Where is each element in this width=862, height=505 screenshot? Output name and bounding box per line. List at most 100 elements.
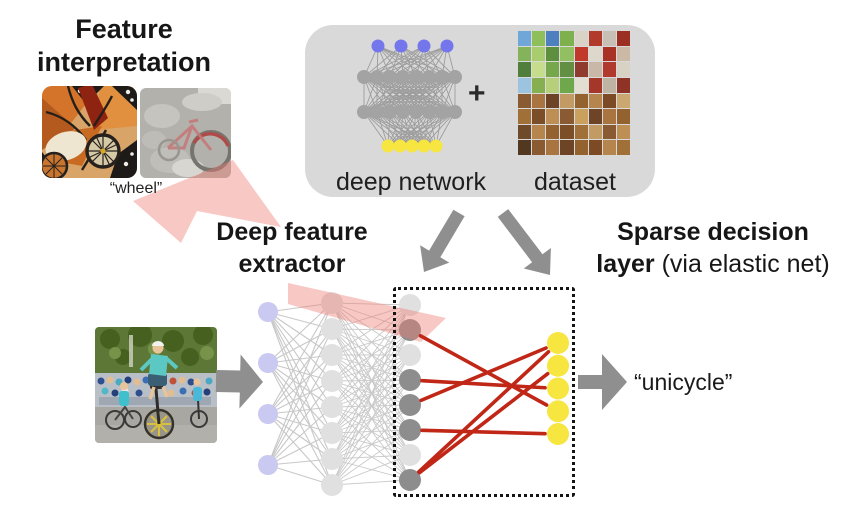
dataset-tile (588, 124, 602, 140)
bike-frame-tube (78, 86, 108, 130)
dataset-tile (546, 109, 560, 124)
plus-sign: + (468, 77, 486, 110)
sparse-decision-title: Sparse decision layer (via elastic net) (564, 216, 862, 280)
dataset-tile (546, 140, 560, 155)
input-photo-unicycle (95, 327, 217, 443)
dataset-tile (588, 77, 602, 93)
dataset-tile (616, 62, 630, 77)
dataset-tile (532, 109, 546, 124)
dataset-tile (616, 31, 630, 46)
dataset-tile (616, 109, 630, 124)
faded-bike-image (140, 88, 231, 178)
dataset-tile (574, 46, 588, 62)
feature-title-line2: interpretation (36, 47, 211, 77)
dataset-tile (602, 46, 616, 62)
dataset-tile (560, 31, 574, 46)
dataset-tile (546, 46, 560, 62)
dataset-thumbnail-grid (518, 31, 630, 155)
dataset-tile (532, 140, 546, 155)
bike-wheel (190, 130, 231, 172)
feed-arrow-right-icon (497, 209, 551, 275)
deep-network-label: deep network (335, 168, 487, 196)
dataset-tile (518, 77, 532, 93)
butterfly-wheel-visualization (42, 86, 137, 178)
deep-feature-extractor-title: Deep feature extractor (180, 216, 404, 280)
sparse-decision-layer-box (393, 287, 575, 497)
main-network-edges (267, 302, 411, 486)
feature-interpretation-title: Feature interpretation (8, 13, 240, 79)
dataset-tile (616, 140, 630, 155)
dataset-tile (532, 77, 546, 93)
dataset-tile (588, 31, 602, 46)
dataset-tile (616, 46, 630, 62)
dataset-tile (574, 62, 588, 77)
dataset-tile (518, 124, 532, 140)
dataset-tile (560, 109, 574, 124)
dataset-tile (602, 109, 616, 124)
dataset-tile (616, 124, 630, 140)
unicycle-prediction-label: “unicycle” (634, 369, 733, 395)
front-wheel-faint (157, 138, 181, 162)
dataset-tile (546, 62, 560, 77)
dataset-tile (546, 77, 560, 93)
dataset-tile (546, 93, 560, 109)
foliage-dark (100, 327, 213, 366)
bike-frame (166, 118, 213, 151)
dataset-tile (532, 124, 546, 140)
dataset-tile (588, 62, 602, 77)
dataset-tile (518, 31, 532, 46)
dataset-tile (560, 62, 574, 77)
dataset-tile (574, 124, 588, 140)
dataset-tile (560, 93, 574, 109)
dataset-tile (560, 77, 574, 93)
output-arrow-icon (578, 354, 627, 410)
dataset-tile (602, 124, 616, 140)
dataset-tile (588, 46, 602, 62)
dataset-tile (574, 93, 588, 109)
dataset-tile (602, 62, 616, 77)
dataset-tile (616, 77, 630, 93)
feature-visualization-image (42, 86, 137, 178)
faded-bike-photo (140, 88, 231, 178)
dataset-tile (546, 124, 560, 140)
dataset-tile (574, 109, 588, 124)
unicycle-photo (95, 327, 217, 443)
dataset-tile (616, 93, 630, 109)
dataset-tile (588, 93, 602, 109)
dataset-tile (602, 77, 616, 93)
dataset-tile (602, 140, 616, 155)
sparse-title-elastic-net: (via elastic net) (661, 250, 830, 278)
sparse-title-layer: layer (596, 250, 655, 278)
main-unicyclist (139, 341, 179, 440)
dataset-tile (532, 31, 546, 46)
dataset-tile (560, 140, 574, 155)
dataset-tile (518, 140, 532, 155)
dataset-tile (518, 46, 532, 62)
sparse-title-line1: Sparse decision (617, 218, 809, 246)
feed-arrow-left-icon (420, 209, 465, 272)
right-unicyclist (190, 378, 208, 428)
dataset-tile (574, 77, 588, 93)
dataset-tile (532, 62, 546, 77)
left-bicyclist (105, 382, 142, 430)
dataset-tile (574, 31, 588, 46)
dataset-tile (518, 62, 532, 77)
feature-title-line1: Feature (75, 14, 173, 44)
dataset-tile (574, 140, 588, 155)
deep-feature-line1: Deep feature (216, 218, 368, 246)
sparse-title-line2: layer (via elastic net) (564, 248, 862, 280)
dataset-tile (588, 109, 602, 124)
dataset-tile (546, 31, 560, 46)
input-arrow-icon (215, 354, 263, 409)
dataset-tile (518, 109, 532, 124)
dataset-tile (588, 140, 602, 155)
dataset-tile (560, 124, 574, 140)
dataset-tile (560, 46, 574, 62)
dataset-tile (602, 31, 616, 46)
tree-trunk (129, 335, 133, 367)
dataset-tile (518, 93, 532, 109)
deep-feature-line2: extractor (238, 250, 346, 278)
wheel-with-spokes (85, 133, 121, 169)
dataset-tile (532, 46, 546, 62)
